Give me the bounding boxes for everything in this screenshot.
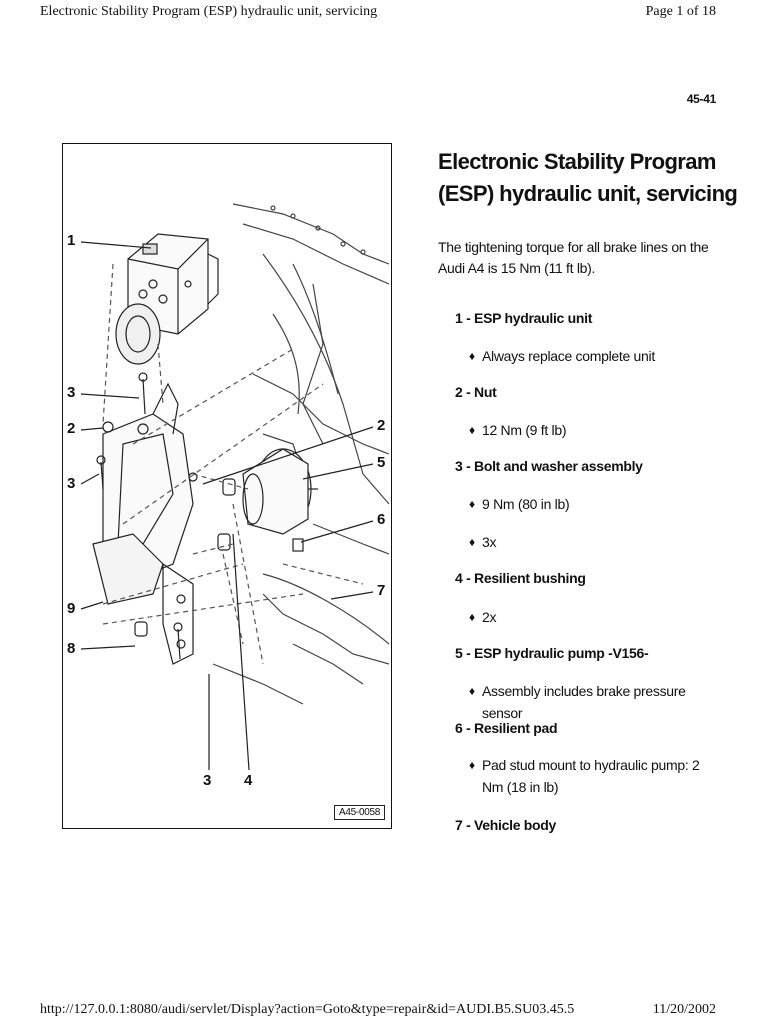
esp-hydraulic-unit-drawing	[115, 233, 219, 365]
exploded-view-illustration	[80, 203, 390, 771]
bullet-diamond-icon: ♦	[469, 349, 475, 363]
esp-hydraulic-pump-drawing	[217, 448, 318, 552]
callout-6: 6	[377, 511, 386, 528]
callout-2-right: 2	[377, 417, 386, 434]
bullet-diamond-icon: ♦	[469, 497, 475, 511]
callout-2-left: 2	[67, 420, 76, 437]
item-title: 7 - Vehicle body	[455, 817, 557, 833]
item-bullet: ♦ 9 Nm (80 in lb)	[469, 493, 719, 515]
header-title: Electronic Stability Program (ESP) hydra…	[40, 4, 378, 19]
item-title: 6 - Resilient pad	[455, 720, 558, 736]
item-bullet: ♦ 2x	[469, 606, 719, 628]
bullet-diamond-icon: ♦	[469, 535, 475, 549]
item-bullet: ♦ Assembly includes brake pressure senso…	[469, 680, 719, 724]
callout-3-middle: 3	[67, 475, 76, 492]
bullet-diamond-icon: ♦	[469, 423, 475, 437]
bullet-diamond-icon: ♦	[469, 610, 475, 624]
dashed-guide-lines	[102, 263, 364, 665]
source-url: http://127.0.0.1:8080/audi/servlet/Displ…	[40, 1002, 575, 1017]
callout-9: 9	[67, 600, 76, 617]
bolts-drawing	[96, 372, 198, 660]
callout-3-bottom: 3	[203, 772, 212, 789]
bullet-diamond-icon: ♦	[469, 758, 475, 772]
item-bullet: ♦ 12 Nm (9 ft lb)	[469, 419, 719, 441]
item-title: 3 - Bolt and washer assembly	[455, 458, 643, 474]
bullet-text: 12 Nm (9 ft lb)	[482, 422, 567, 438]
bullet-text: Always replace complete unit	[482, 348, 655, 364]
item-title: 1 - ESP hydraulic unit	[455, 310, 593, 326]
bullet-diamond-icon: ♦	[469, 684, 475, 698]
mounting-bracket-drawing	[92, 382, 194, 665]
vehicle-body-outline	[212, 203, 390, 705]
bullet-text: 3x	[482, 534, 497, 550]
section-page-number: 45-41	[686, 92, 717, 106]
callout-5: 5	[377, 454, 386, 471]
callout-4: 4	[244, 772, 253, 789]
callout-leader-lines	[80, 241, 374, 771]
item-title: 5 - ESP hydraulic pump -V156-	[455, 645, 649, 661]
callout-8: 8	[67, 640, 76, 657]
page-header: Electronic Stability Program (ESP) hydra…	[40, 4, 716, 22]
item-title: 4 - Resilient bushing	[455, 570, 586, 586]
callout-3-top: 3	[67, 384, 76, 401]
exploded-view-figure: 1 3 2 3 9 8 2 5 6 7 3 4 A45-0058	[62, 143, 392, 829]
bullet-text: Assembly includes brake pressure sensor	[482, 683, 686, 721]
bullet-text: 2x	[482, 609, 497, 625]
bullet-text: 9 Nm (80 in lb)	[482, 496, 570, 512]
bullet-text: Pad stud mount to hydraulic pump: 2 Nm (…	[482, 757, 700, 795]
print-date: 11/20/2002	[652, 1002, 716, 1017]
item-title: 2 - Nut	[455, 384, 497, 400]
item-bullet: ♦ 3x	[469, 531, 719, 553]
intro-paragraph: The tightening torque for all brake line…	[438, 239, 709, 276]
callout-7: 7	[377, 582, 386, 599]
page-footer: http://127.0.0.1:8080/audi/servlet/Displ…	[40, 1002, 716, 1020]
page-title: Electronic Stability Program (ESP) hydra…	[438, 149, 738, 206]
figure-code: A45-0058	[334, 805, 385, 820]
item-bullet: ♦ Always replace complete unit	[469, 345, 719, 367]
item-bullet: ♦ Pad stud mount to hydraulic pump: 2 Nm…	[469, 754, 719, 798]
callout-1: 1	[67, 232, 76, 249]
page-indicator: Page 1 of 18	[645, 4, 716, 19]
